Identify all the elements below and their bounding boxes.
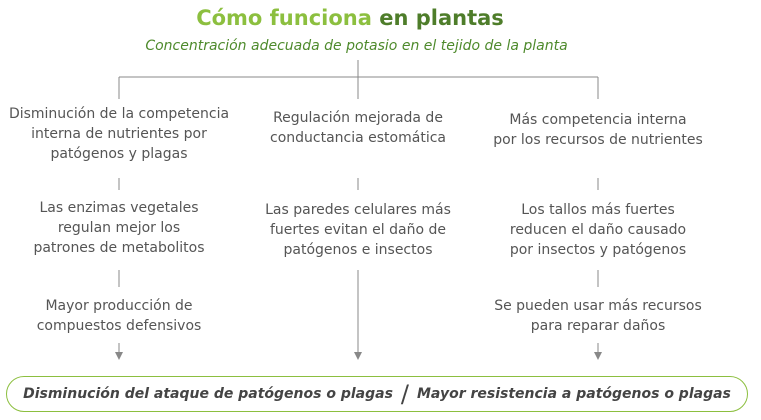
outcome-box: Disminución del ataque de patógenos o pl… xyxy=(6,376,748,412)
node-right-2: Los tallos más fuertes reducen el daño c… xyxy=(509,202,687,258)
node-left-2: Las enzimas vegetales regulan mejor los … xyxy=(33,200,205,256)
node-center-2: Las paredes celulares más fuertes evitan… xyxy=(265,202,451,258)
title-part-1: Cómo funciona xyxy=(196,6,372,30)
diagram-title: Cómo funciona en plantas xyxy=(0,6,700,30)
node-left-3: Mayor producción de compuestos defensivo… xyxy=(36,298,202,334)
node-right-3: Se pueden usar más recursos para reparar… xyxy=(494,298,702,334)
diagram-subtitle: Concentración adecuada de potasio en el … xyxy=(145,38,568,54)
node-center-1: Regulación mejorada de conductancia esto… xyxy=(270,110,446,146)
node-right-1: Más competencia interna por los recursos… xyxy=(493,112,703,148)
node-left-1: Disminución de la competencia interna de… xyxy=(8,106,230,162)
outcome-right: Mayor resistencia a patógenos o plagas xyxy=(417,386,731,402)
title-part-2: en plantas xyxy=(379,6,504,30)
outcome-left: Disminución del ataque de patógenos o pl… xyxy=(23,386,393,402)
outcome-separator: / xyxy=(400,380,409,408)
